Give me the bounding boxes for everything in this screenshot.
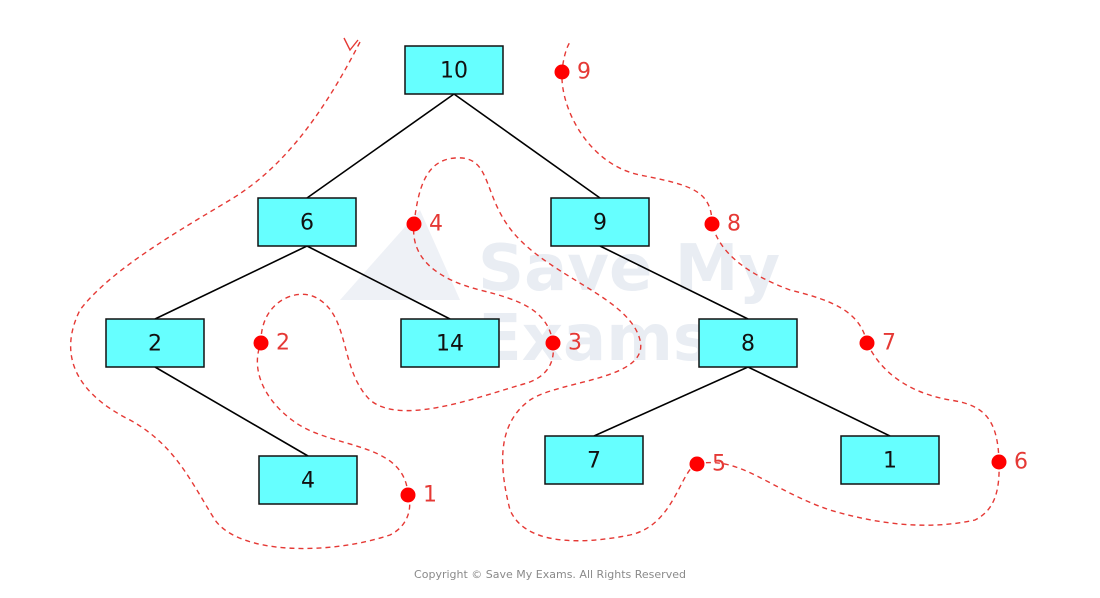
tree-node-label: 14 <box>436 332 464 357</box>
traversal-path <box>69 37 1000 550</box>
tree-edge-n6-n14 <box>306 245 451 320</box>
trace-path-4-to-5 <box>413 157 698 542</box>
tree-node-4: 4 <box>258 455 358 505</box>
traversal-marker-1: 1 <box>400 483 437 508</box>
traversal-marker-label: 2 <box>276 331 290 356</box>
tree-node-box <box>400 318 500 368</box>
traversal-marker-5: 5 <box>689 452 726 477</box>
tree-node-label: 7 <box>587 449 601 474</box>
tree-node-box <box>404 45 504 95</box>
traversal-marker-dot <box>554 64 570 80</box>
traversal-marker-9: 9 <box>554 60 591 85</box>
tree-node-label: 8 <box>741 332 755 357</box>
trace-path-1-to-2 <box>256 342 409 496</box>
tree-edge-n9-n8 <box>599 245 749 320</box>
watermark-line2: Exams <box>478 302 711 376</box>
trace-path-2-to-3 <box>260 293 555 412</box>
tree-node-label: 2 <box>148 332 162 357</box>
trace-arrowhead-icon <box>343 37 359 52</box>
tree-edge-n10-n9 <box>453 93 601 199</box>
traversal-marker-label: 3 <box>568 331 582 356</box>
tree-edge-n2-n4 <box>154 366 309 457</box>
tree-node-label: 9 <box>593 211 607 236</box>
traversal-marker-label: 5 <box>712 452 726 477</box>
trace-path-7-to-8 <box>711 223 868 344</box>
tree-edge-n8-n1 <box>747 366 891 437</box>
tree-node-2: 2 <box>105 318 205 368</box>
tree-node-box <box>258 455 358 505</box>
tree-node-14: 14 <box>400 318 500 368</box>
traversal-marker-4: 4 <box>406 212 443 237</box>
traversal-marker-label: 8 <box>727 212 741 237</box>
tree-node-box <box>550 197 650 247</box>
traversal-marker-3: 3 <box>545 331 582 356</box>
tree-edge-n6-n2 <box>154 245 308 320</box>
tree-node-7: 7 <box>544 435 644 485</box>
traversal-markers: 1 2 3 4 5 6 7 8 9 <box>253 60 1028 508</box>
tree-node-8: 8 <box>698 318 798 368</box>
tree-node-box <box>698 318 798 368</box>
tree-edges <box>154 93 891 457</box>
traversal-marker-6: 6 <box>991 450 1028 475</box>
traversal-marker-2: 2 <box>253 331 290 356</box>
traversal-marker-label: 6 <box>1014 450 1028 475</box>
traversal-marker-7: 7 <box>859 331 896 356</box>
tree-edge-n10-n6 <box>306 93 455 199</box>
tree-node-6: 6 <box>257 197 357 247</box>
tree-node-box <box>257 197 357 247</box>
trace-path-left <box>69 41 411 550</box>
tree-node-10: 10 <box>404 45 504 95</box>
tree-node-label: 1 <box>883 449 897 474</box>
traversal-marker-dot <box>545 335 561 351</box>
tree-node-box <box>840 435 940 485</box>
traversal-marker-label: 4 <box>429 212 443 237</box>
traversal-marker-8: 8 <box>704 212 741 237</box>
traversal-marker-dot <box>991 454 1007 470</box>
tree-node-label: 6 <box>300 211 314 236</box>
tree-node-1: 1 <box>840 435 940 485</box>
traversal-marker-label: 1 <box>423 483 437 508</box>
traversal-marker-label: 9 <box>577 60 591 85</box>
traversal-marker-dot <box>406 216 422 232</box>
traversal-marker-dot <box>253 335 269 351</box>
traversal-marker-dot <box>400 487 416 503</box>
traversal-marker-label: 7 <box>882 331 896 356</box>
copyright-notice: Copyright © Save My Exams. All Rights Re… <box>414 568 686 581</box>
traversal-marker-dot <box>689 456 705 472</box>
traversal-marker-dot <box>859 335 875 351</box>
tree-node-label: 10 <box>440 59 468 84</box>
trace-path-5-to-6 <box>696 461 1000 526</box>
tree-edge-n8-n7 <box>593 366 749 437</box>
trace-path-8-to-9 <box>561 41 713 225</box>
tree-node-box <box>105 318 205 368</box>
tree-node-box <box>544 435 644 485</box>
traversal-marker-dot <box>704 216 720 232</box>
tree-node-label: 4 <box>301 469 315 494</box>
tree-node-9: 9 <box>550 197 650 247</box>
